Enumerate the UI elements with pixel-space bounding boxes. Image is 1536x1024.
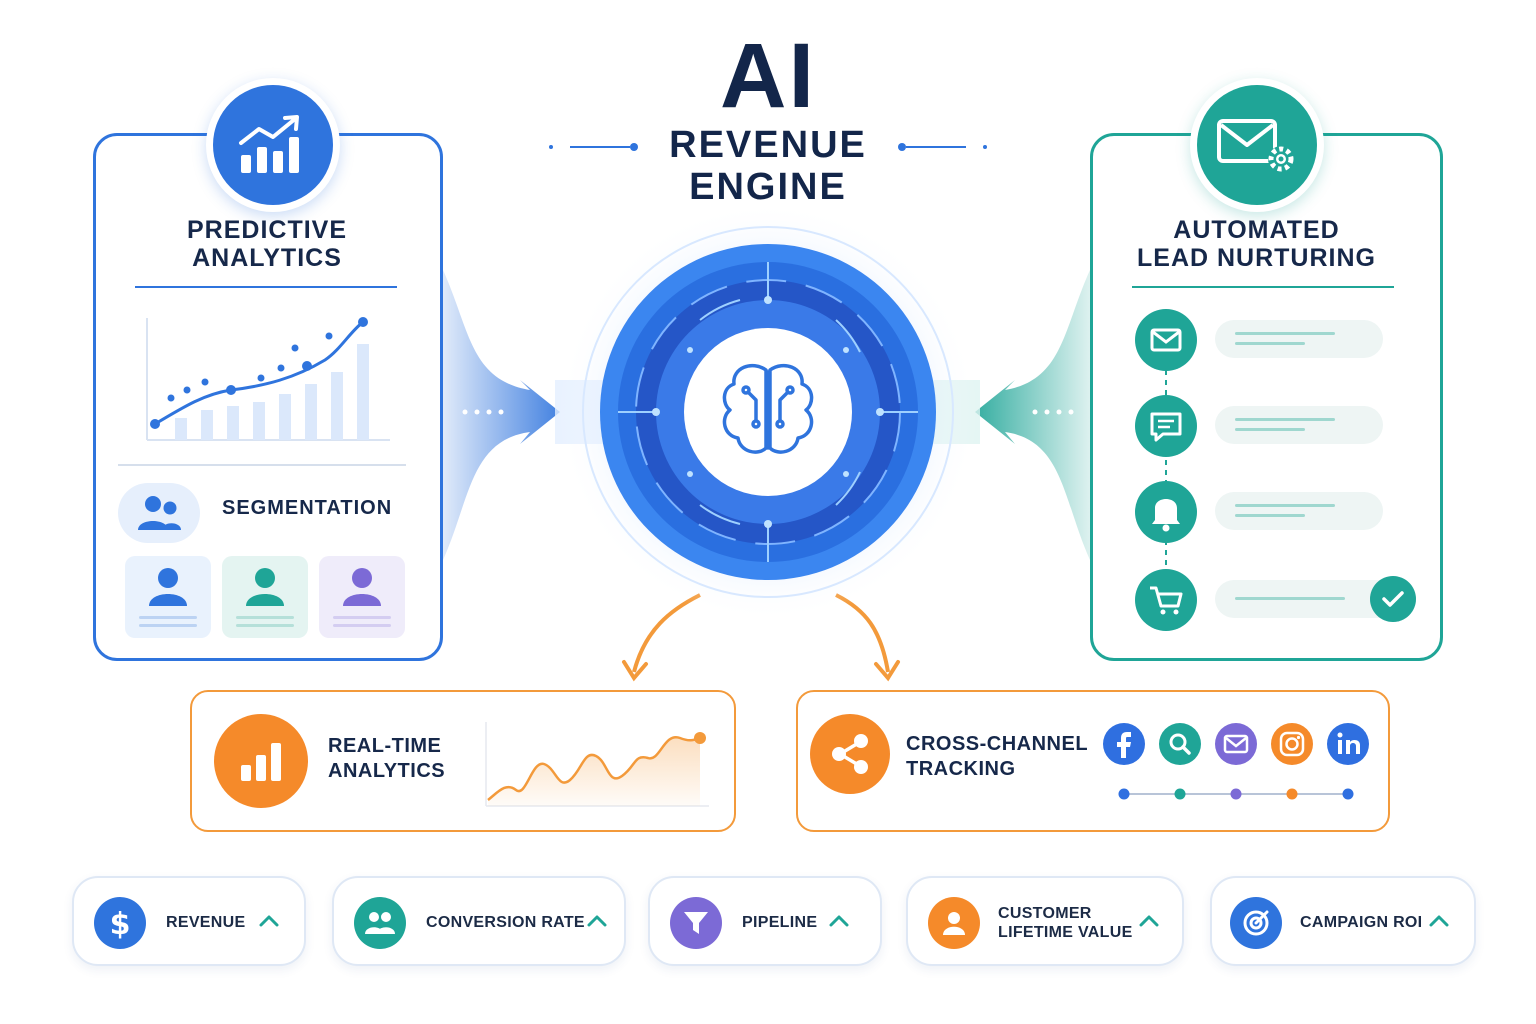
- predictive-title-line-2: ANALYTICS: [192, 244, 342, 272]
- linkedin-icon: [1327, 723, 1369, 800]
- predictive-title-line-1: PREDICTIVE: [186, 216, 348, 244]
- brain-circuit-icon: [722, 363, 814, 454]
- kpi-clv-label: CUSTOMER LIFETIME VALUE: [998, 904, 1133, 942]
- title-ai: AI: [720, 25, 816, 127]
- users-icon: [354, 897, 406, 949]
- kpi-campaign-roi[interactable]: CAMPAIGN ROI: [1210, 876, 1476, 966]
- predictive-divider: [135, 286, 397, 288]
- share-icon: [810, 714, 890, 794]
- instagram-icon: [1271, 723, 1313, 800]
- lead-nurturing-panel: [1090, 133, 1443, 661]
- dollar-icon: $: [94, 897, 146, 949]
- realtime-label-line-2: ANALYTICS: [328, 760, 446, 782]
- nurturing-title: AUTOMATED LEAD NURTURING: [1110, 216, 1403, 272]
- nurture-step-bar-1: [1215, 320, 1383, 358]
- kpi-campaign-roi-label: CAMPAIGN ROI: [1300, 914, 1423, 931]
- nurture-step-bar-2: [1215, 406, 1383, 444]
- segment-card-purple: [319, 556, 405, 638]
- kpi-clv-label-line-2: LIFETIME VALUE: [998, 924, 1133, 941]
- nurture-step-bar-3: [1215, 492, 1383, 530]
- trend-up-icon: [587, 915, 607, 927]
- trend-up-icon: [1429, 915, 1449, 927]
- chat-icon: [1135, 395, 1197, 457]
- facebook-icon: [1103, 723, 1145, 800]
- nurturing-title-line-1: AUTOMATED: [1173, 216, 1340, 244]
- predictive-title: PREDICTIVE ANALYTICS: [120, 216, 414, 272]
- trend-up-icon: [829, 915, 849, 927]
- cart-icon: [1135, 569, 1197, 631]
- kpi-revenue-label: REVENUE: [166, 914, 246, 931]
- trend-up-icon: [1139, 915, 1159, 927]
- bell-icon: [1135, 481, 1197, 543]
- cross-channel-label-line-1: CROSS-CHANNEL: [906, 733, 1089, 755]
- mail-icon: [1135, 309, 1197, 371]
- segment-card-blue: [125, 556, 211, 638]
- person-icon: [928, 897, 980, 949]
- kpi-revenue[interactable]: $ REVENUE: [72, 876, 306, 966]
- nurturing-badge: [1190, 78, 1324, 212]
- right-flow-arrow: [975, 270, 1090, 560]
- trend-up-icon: [259, 915, 279, 927]
- kpi-conversion-rate[interactable]: CONVERSION RATE: [332, 876, 626, 966]
- segmentation-badge: [118, 483, 200, 543]
- svg-text:$: $: [110, 907, 131, 940]
- kpi-clv-label-line-1: CUSTOMER: [998, 905, 1092, 922]
- realtime-label: REAL-TIME ANALYTICS: [328, 734, 445, 784]
- person-icon: [139, 568, 197, 627]
- users-icon: [138, 496, 181, 530]
- predictive-trend-chart: [146, 317, 390, 441]
- funnel-icon: [670, 897, 722, 949]
- title-line-2: ENGINE: [689, 166, 847, 208]
- search-icon: [1159, 723, 1201, 800]
- segmentation-label: SEGMENTATION: [222, 497, 393, 519]
- bar-trend-icon: [239, 115, 299, 173]
- person-icon: [333, 568, 391, 627]
- cross-channel-label-line-2: TRACKING: [906, 758, 1016, 780]
- title-subtitle: REVENUE ENGINE: [618, 124, 918, 208]
- check-icon: [1370, 576, 1416, 622]
- person-icon: [236, 568, 294, 627]
- realtime-label-line-1: REAL-TIME: [328, 735, 442, 757]
- channel-icons: [1103, 723, 1369, 800]
- mail-icon: [1215, 723, 1257, 800]
- kpi-conversion-label: CONVERSION RATE: [426, 914, 585, 931]
- title-line-1: REVENUE: [669, 124, 867, 166]
- nurturing-steps: [1135, 309, 1197, 631]
- ai-core: [558, 202, 978, 622]
- nurturing-title-line-2: LEAD NURTURING: [1137, 244, 1376, 272]
- kpi-pipeline-label: PIPELINE: [742, 914, 818, 931]
- realtime-sparkline: [485, 722, 709, 807]
- left-flow-arrow: [443, 270, 560, 560]
- segmentation-divider: [118, 464, 406, 466]
- target-icon: [1230, 897, 1282, 949]
- mail-gear-icon: [1217, 119, 1294, 172]
- cross-channel-label: CROSS-CHANNEL TRACKING: [906, 732, 1088, 782]
- bar-chart-icon: [214, 714, 308, 808]
- kpi-customer-lifetime-value[interactable]: CUSTOMER LIFETIME VALUE: [906, 876, 1184, 966]
- predictive-badge: [206, 78, 340, 212]
- segment-card-teal: [222, 556, 308, 638]
- nurturing-divider: [1132, 286, 1394, 288]
- kpi-pipeline[interactable]: PIPELINE: [648, 876, 882, 966]
